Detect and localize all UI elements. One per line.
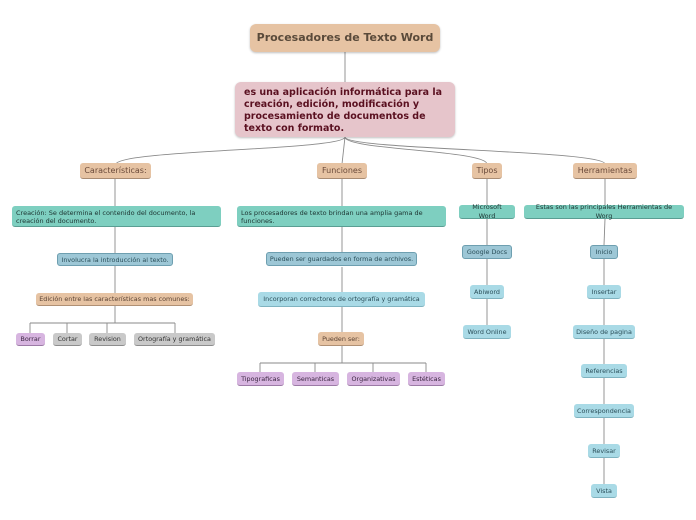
herramienta-insertar[interactable]: Insertar [587, 285, 621, 299]
herramienta-vista[interactable]: Vista [591, 484, 617, 498]
item-revision[interactable]: Revision [89, 333, 126, 346]
herramientas-description[interactable]: Estas son las principales Herramientas d… [524, 203, 684, 220]
item-borrar[interactable]: Borrar [16, 333, 45, 346]
tipo-abiword[interactable]: Abiword [470, 285, 504, 299]
tipo-google-docs[interactable]: Google Docs [462, 245, 512, 259]
funciones-description[interactable]: Los procesadores de texto brindan una am… [237, 206, 446, 227]
item-esteticas[interactable]: Estéticas [408, 372, 445, 386]
item-cortar[interactable]: Cortar [53, 333, 82, 346]
caracteristicas-description[interactable]: Creación: Se determina el contenido del … [12, 206, 221, 227]
category-funciones[interactable]: Funciones [317, 163, 367, 179]
herramienta-correspondencia[interactable]: Correspondencia [574, 404, 634, 418]
item-ortografia[interactable]: Ortografía y gramática [134, 333, 215, 346]
involucra-node[interactable]: Involucra la introducción al texto. [57, 253, 173, 266]
guardados-node[interactable]: Pueden ser guardados en forma de archivo… [266, 252, 417, 266]
herramienta-diseno-de-pagina[interactable]: Diseño de pagina [573, 325, 635, 339]
tipo-word-online[interactable]: Word Online [463, 325, 511, 339]
category-herramientas[interactable]: Herramientas [573, 163, 637, 179]
herramienta-revisar[interactable]: Revisar [588, 444, 620, 458]
item-tipograficas[interactable]: Tipograficas [237, 372, 284, 386]
pueden-ser-node[interactable]: Pueden ser: [318, 332, 364, 346]
incorporan-node[interactable]: Incorporan correctores de ortografía y g… [258, 292, 425, 307]
herramienta-inicio[interactable]: Inicio [590, 245, 618, 259]
title-node[interactable]: Procesadores de Texto Word [250, 24, 440, 52]
main-description-node[interactable]: es una aplicación informática para la cr… [235, 82, 455, 137]
category-tipos[interactable]: Tipos [472, 163, 502, 179]
tipo-microsoft-word[interactable]: Microsoft Word [459, 203, 515, 220]
category-caracteristicas[interactable]: Características: [80, 163, 151, 179]
edicion-node[interactable]: Edición entre las características mas co… [36, 293, 193, 306]
item-semanticas[interactable]: Semanticas [292, 372, 339, 386]
herramienta-referencias[interactable]: Referencias [581, 364, 627, 378]
item-organizativas[interactable]: Organizativas [347, 372, 400, 386]
